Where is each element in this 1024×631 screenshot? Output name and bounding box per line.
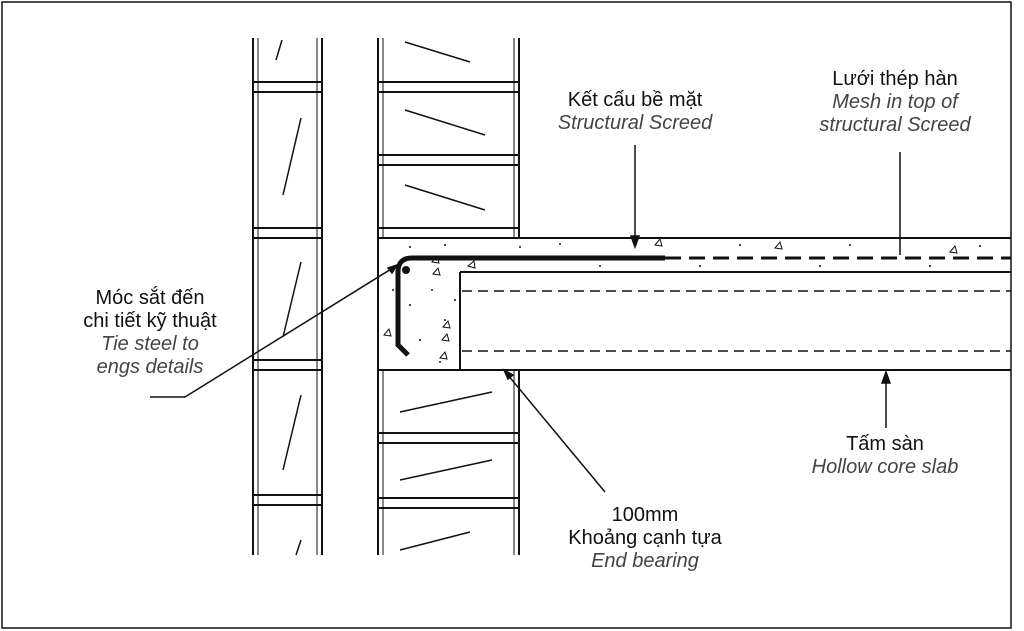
label-vn: Lưới thép hàn [832, 68, 958, 90]
label-end-bearing: 100mm Khoảng cạnh tựa End bearing [530, 504, 760, 573]
label-structural-screed: Kết cấu bề mặt Structural Screed [520, 89, 750, 135]
label-en: Hollow core slab [811, 456, 959, 478]
label-tie-steel: Móc sắt đến chi tiết kỹ thuật Tie steel … [30, 287, 270, 379]
label-en: engs details [96, 356, 204, 378]
label-dimension: 100mm [611, 504, 679, 526]
longitudinal-bar [402, 266, 410, 274]
hollow-core-slab [459, 272, 1011, 371]
label-vn: chi tiết kỹ thuật [83, 310, 217, 332]
label-hollow-core-slab: Tấm sàn Hollow core slab [770, 433, 1000, 479]
tie-steel-rebar [395, 255, 665, 357]
label-vn: Kết cấu bề mặt [567, 89, 703, 111]
label-en: Mesh in top of [832, 91, 958, 113]
label-vn: Móc sắt đến [95, 287, 205, 309]
structural-screed [377, 237, 1011, 371]
right-brick-wall [377, 38, 520, 555]
leader-lines [150, 145, 901, 493]
label-en: structural Screed [819, 114, 971, 136]
label-en: Structural Screed [557, 112, 713, 134]
left-brick-wall [252, 38, 323, 556]
label-mesh: Lưới thép hàn Mesh in top of structural … [780, 68, 1010, 137]
label-vn: Khoảng cạnh tựa [568, 527, 722, 549]
label-vn: Tấm sàn [846, 433, 924, 455]
label-en: End bearing [591, 550, 699, 572]
label-en: Tie steel to [101, 333, 199, 355]
